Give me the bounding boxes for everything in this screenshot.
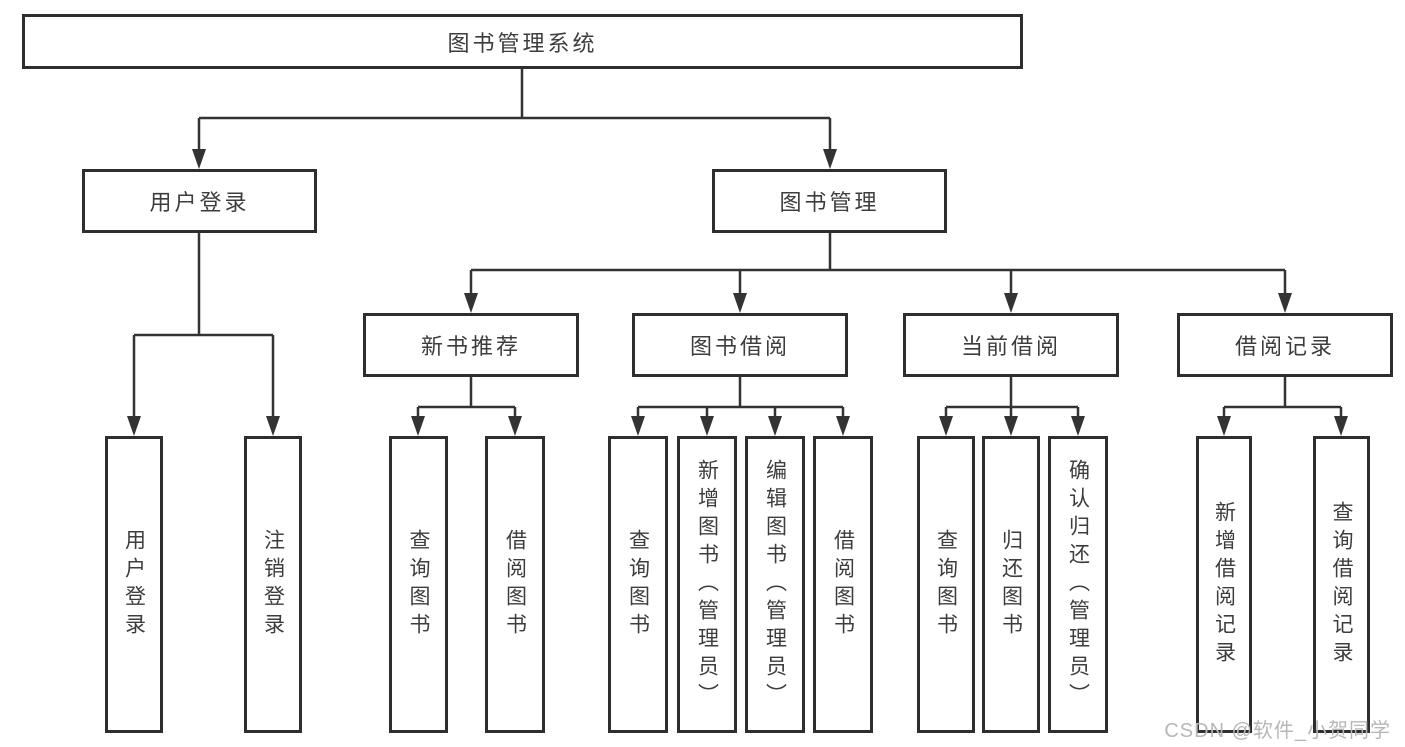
- leaf-borrow-query-books: 查询图书: [608, 436, 668, 733]
- arrowheads: [127, 149, 1348, 436]
- leaf-current-confirm-return-admin: 确认归还（管理员）: [1048, 436, 1108, 733]
- node-new-book-recommend: 新书推荐: [363, 313, 579, 377]
- leaf-recommend-query-books: 查询图书: [389, 436, 448, 733]
- leaf-user-login-label: 用户登录: [122, 528, 146, 641]
- csdn-watermark: CSDN @软件_小贺同学: [1164, 720, 1391, 742]
- node-book-borrow: 图书借阅: [632, 313, 848, 377]
- leaf-recommend-query-books-label: 查询图书: [407, 528, 431, 641]
- leaf-borrow-edit-books-admin-label: 编辑图书（管理员）: [763, 458, 787, 711]
- leaf-borrow-add-books-admin-label: 新增图书（管理员）: [695, 458, 719, 711]
- leaf-borrow-edit-books-admin: 编辑图书（管理员）: [745, 436, 805, 733]
- leaf-current-return-books: 归还图书: [982, 436, 1040, 733]
- leaf-recommend-borrow-books: 借阅图书: [485, 436, 545, 733]
- node-current-borrow: 当前借阅: [903, 313, 1119, 377]
- leaf-logout-label: 注销登录: [261, 528, 285, 641]
- leaf-current-return-books-label: 归还图书: [999, 528, 1023, 641]
- leaf-records-query-record: 查询借阅记录: [1313, 436, 1370, 733]
- node-borrow-records: 借阅记录: [1177, 313, 1393, 377]
- node-user-login: 用户登录: [82, 169, 317, 233]
- leaf-current-confirm-return-admin-label: 确认归还（管理员）: [1066, 458, 1090, 711]
- node-root: 图书管理系统: [22, 14, 1023, 69]
- leaf-borrow-query-books-label: 查询图书: [626, 528, 650, 641]
- node-book-management: 图书管理: [712, 169, 947, 233]
- leaf-user-login: 用户登录: [105, 436, 163, 733]
- leaf-records-add-record: 新增借阅记录: [1196, 436, 1252, 733]
- leaf-borrow-borrow-books-label: 借阅图书: [831, 528, 855, 641]
- leaf-logout: 注销登录: [244, 436, 302, 733]
- leaf-recommend-borrow-books-label: 借阅图书: [503, 528, 527, 641]
- leaf-current-query-books: 查询图书: [917, 436, 975, 733]
- leaf-borrow-add-books-admin: 新增图书（管理员）: [677, 436, 737, 733]
- leaf-borrow-borrow-books: 借阅图书: [813, 436, 873, 733]
- leaf-records-add-record-label: 新增借阅记录: [1212, 500, 1236, 669]
- leaf-current-query-books-label: 查询图书: [934, 528, 958, 641]
- leaf-records-query-record-label: 查询借阅记录: [1330, 500, 1354, 669]
